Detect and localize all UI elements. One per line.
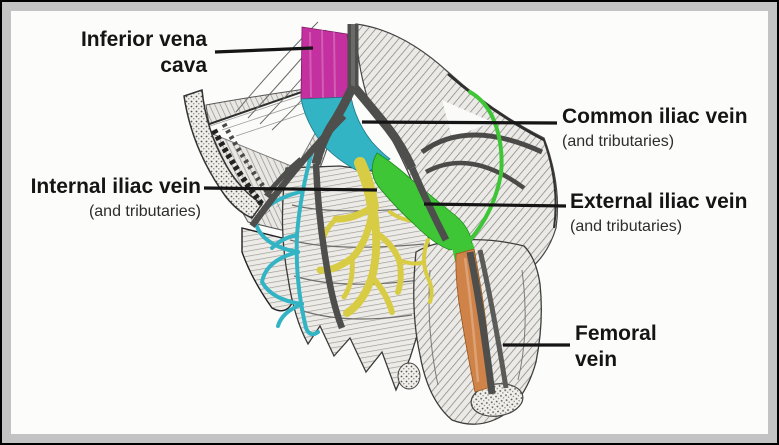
label-internal-iliac-vein: Internal iliac vein (and tributaries) [31, 174, 201, 222]
label-femoral-vein-line1: Femoral [575, 322, 657, 345]
vein-circumflex-iliac-tributary [468, 90, 504, 242]
label-external-iliac-vein: External iliac vein (and tributaries) [570, 189, 747, 237]
label-common-iliac-vein-name: Common iliac vein [562, 105, 748, 128]
pointer-lines [203, 46, 570, 347]
vein-internal-iliac-highlight [316, 157, 454, 317]
dark-arteries [249, 24, 509, 395]
label-external-iliac-vein-sub: (and tributaries) [570, 218, 683, 235]
label-inferior-vena-cava-line1: Inferior vena [80, 28, 207, 51]
label-common-iliac-vein: Common iliac vein (and tributaries) [562, 104, 748, 152]
vein-common-iliac-highlight [300, 96, 391, 175]
left-iliac-crest [183, 88, 264, 219]
label-femoral-vein: Femoral vein [575, 321, 657, 373]
pointer-line-internal-iliac-vein [203, 186, 378, 192]
label-common-iliac-vein-sub: (and tributaries) [562, 133, 675, 150]
label-internal-iliac-vein-name: Internal iliac vein [30, 175, 201, 198]
label-internal-iliac-vein-sub: (and tributaries) [88, 203, 201, 220]
label-inferior-vena-cava-line2: cava [160, 54, 207, 77]
label-external-iliac-vein-name: External iliac vein [570, 190, 748, 213]
pointer-line-external-iliac-vein [423, 202, 567, 208]
label-femoral-vein-line2: vein [575, 348, 618, 371]
vein-lateral-sacral-tributaries [253, 150, 320, 337]
label-inferior-vena-cava: Inferior vena cava [81, 27, 207, 79]
femoral-condyle [470, 383, 524, 417]
vein-inferior-vena-cava-highlight [300, 26, 352, 100]
pointer-line-common-iliac-vein [361, 120, 558, 125]
pointer-line-inferior-vena-cava [214, 46, 314, 54]
